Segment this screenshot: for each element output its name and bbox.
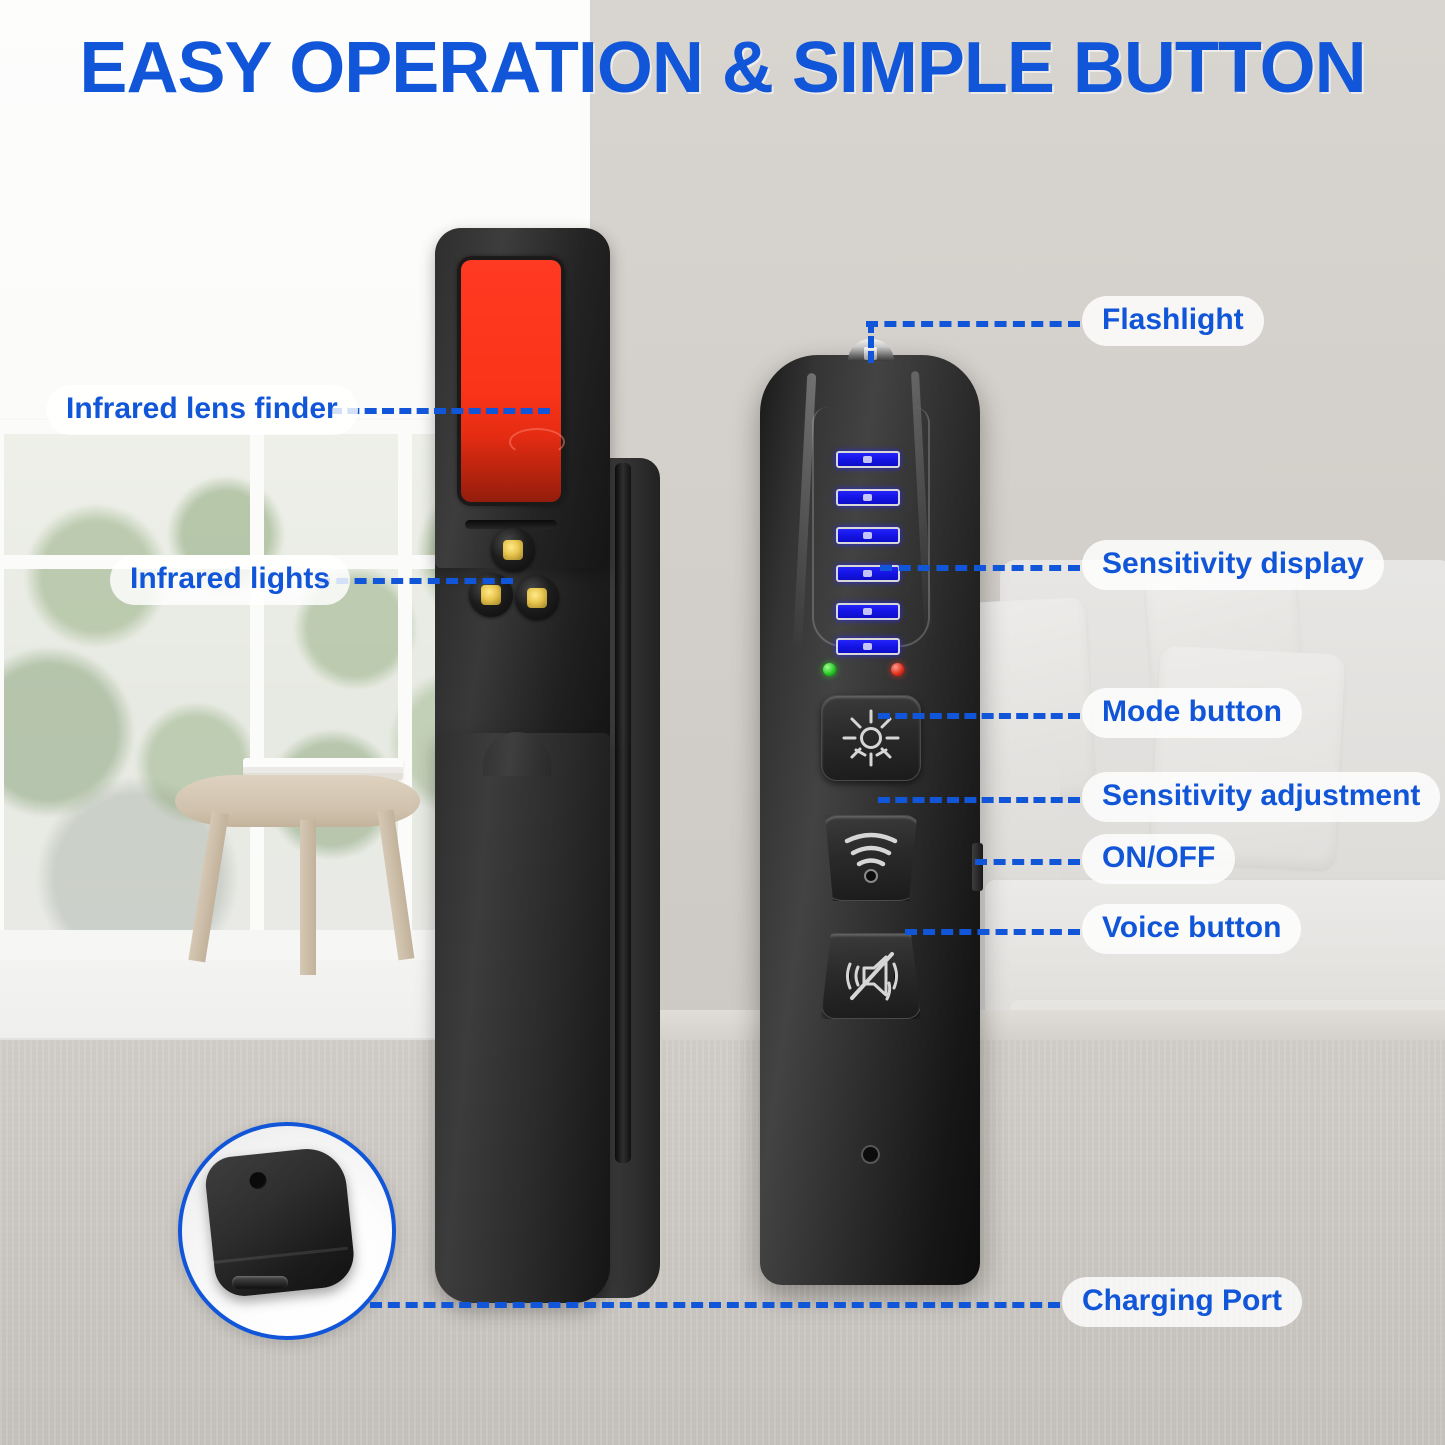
label-infrared-lights[interactable]: Infrared lights — [110, 555, 351, 605]
voice-button[interactable] — [821, 933, 921, 1019]
charging-port-inset — [178, 1122, 396, 1340]
infrared-lens-window — [457, 256, 565, 506]
connector-on-off — [975, 859, 1080, 865]
connector-sensitivity-display — [880, 565, 1080, 571]
sensitivity-led-1 — [836, 451, 900, 468]
on-off-switch[interactable] — [972, 843, 983, 891]
sensitivity-led-3 — [836, 527, 900, 544]
label-infrared-lens-finder[interactable]: Infrared lens finder — [46, 385, 358, 435]
connector-sensitivity-adjustment — [878, 797, 1080, 803]
label-sensitivity-display[interactable]: Sensitivity display — [1082, 540, 1384, 590]
infrared-light-top — [491, 528, 535, 572]
floor — [0, 1040, 1445, 1445]
infrared-light-right — [515, 576, 559, 620]
sensitivity-adjustment-button[interactable] — [825, 815, 917, 901]
label-sensitivity-adjustment[interactable]: Sensitivity adjustment — [1082, 772, 1441, 822]
label-charging-port[interactable]: Charging Port — [1062, 1277, 1302, 1327]
sun-icon — [842, 709, 900, 767]
connector-flashlight-vertical — [868, 321, 874, 363]
device-left-vent-slot — [465, 520, 557, 529]
device-left-sleeve-rib — [615, 463, 631, 1163]
inset-circle-border — [178, 1122, 396, 1340]
status-indicator-green — [823, 663, 836, 676]
signal-waves-icon — [844, 832, 898, 883]
speaker-mute-icon — [846, 952, 898, 1001]
sleeve-thumb-notch — [483, 732, 551, 776]
page-title: EASY OPERATION & SIMPLE BUTTON — [79, 28, 1366, 108]
connector-flashlight — [866, 321, 1080, 327]
sensitivity-led-6 — [836, 638, 900, 655]
usb-charging-port — [232, 1276, 288, 1289]
label-mode-button[interactable]: Mode button — [1082, 688, 1302, 738]
device-left-sleeve-front — [435, 732, 610, 1303]
device-left-head — [435, 228, 610, 568]
label-on-off[interactable]: ON/OFF — [1082, 834, 1236, 884]
connector-charging-port — [370, 1302, 1060, 1308]
sensitivity-led-2 — [836, 489, 900, 506]
window-mullion — [0, 420, 4, 950]
device-infrared-finder — [435, 228, 665, 1303]
connector-mode-button — [878, 713, 1080, 719]
connector-infrared-lights — [318, 578, 513, 584]
device-rf-detector — [760, 339, 983, 1285]
connector-infrared-lens-finder — [330, 408, 550, 414]
charging-port-hole — [861, 1145, 880, 1164]
status-indicator-red — [891, 663, 904, 676]
label-flashlight[interactable]: Flashlight — [1082, 296, 1264, 346]
sensitivity-led-5 — [836, 603, 900, 620]
label-voice-button[interactable]: Voice button — [1082, 904, 1302, 954]
mode-button[interactable] — [821, 695, 921, 781]
connector-voice-button — [905, 929, 1080, 935]
window-mullion — [250, 420, 264, 950]
side-table-leg — [300, 820, 316, 975]
books-stack — [243, 758, 403, 780]
